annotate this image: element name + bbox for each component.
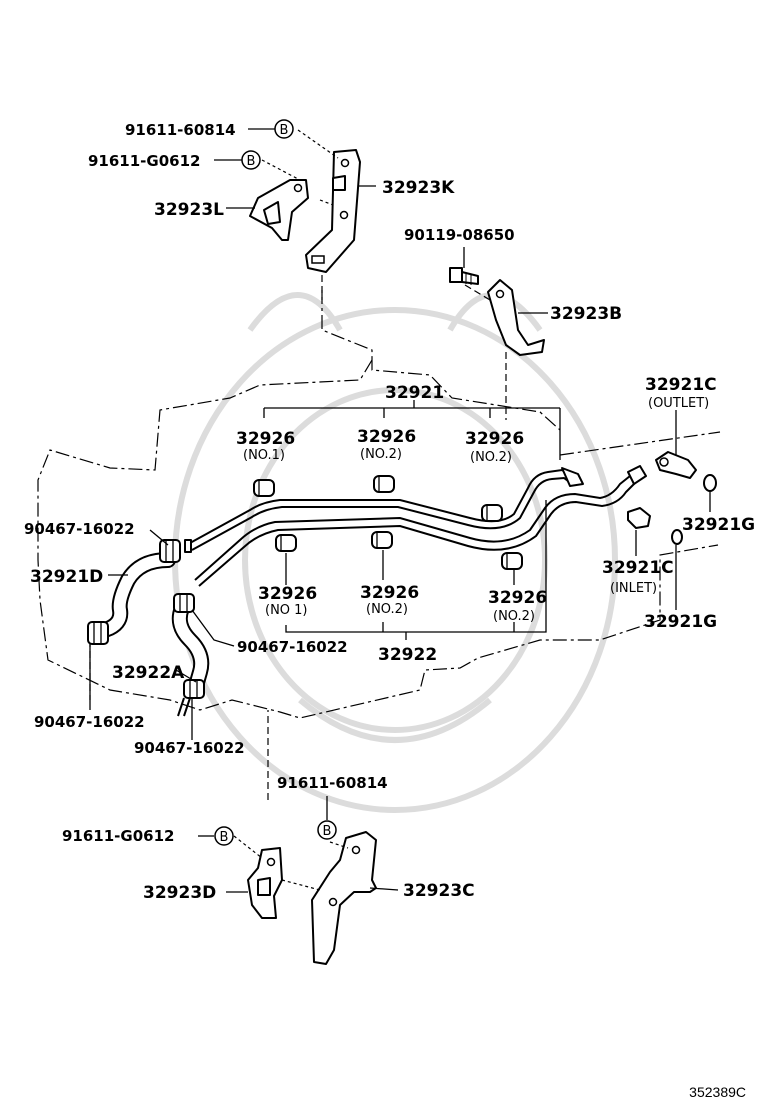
grommet-upper-no1[interactable] xyxy=(253,479,275,497)
grommet-lower-no1[interactable] xyxy=(275,534,297,552)
label-bolt-k-1[interactable]: 91611-60814 xyxy=(125,121,236,139)
label-union-inlet[interactable]: 32921C xyxy=(602,558,674,578)
label-clamp-1[interactable]: 90467-16022 xyxy=(24,520,135,538)
label-bracket-b[interactable]: 32923B xyxy=(550,304,622,324)
svg-text:B: B xyxy=(220,830,229,845)
callout-b-bottom-2: B xyxy=(317,820,337,840)
label-tube-upper[interactable]: 32921 xyxy=(385,383,444,403)
svg-text:B: B xyxy=(247,154,256,169)
label-grommet-6-note: (NO.2) xyxy=(493,609,535,624)
callout-b-top-1: B xyxy=(274,119,294,139)
label-gasket-g-1[interactable]: 32921G xyxy=(682,515,755,535)
bolt-90119-08650[interactable] xyxy=(449,267,479,285)
grommet-upper-no2-a[interactable] xyxy=(373,475,395,493)
diagram-id: 352389C xyxy=(689,1084,746,1100)
label-hose-d[interactable]: 32921D xyxy=(30,567,103,587)
bracket-32923b[interactable] xyxy=(487,279,545,356)
label-bracket-c[interactable]: 32923C xyxy=(403,881,475,901)
bracket-32923d[interactable] xyxy=(247,847,283,919)
label-bolt-k-2[interactable]: 91611-G0612 xyxy=(88,152,200,170)
callout-b-top-2: B xyxy=(241,150,261,170)
label-bracket-k[interactable]: 32923K xyxy=(382,178,455,198)
grommet-lower-no2-b[interactable] xyxy=(501,552,523,570)
label-tube-lower[interactable]: 32922 xyxy=(378,645,437,665)
label-grommet-2-note: (NO.2) xyxy=(360,447,402,462)
gasket-32921g-lower[interactable] xyxy=(671,529,683,545)
bracket-32923k[interactable] xyxy=(305,149,361,273)
label-grommet-2[interactable]: 32926 xyxy=(357,427,416,447)
label-union-inlet-note: (INLET) xyxy=(610,581,657,596)
label-bolt-c-1[interactable]: 91611-60814 xyxy=(277,774,388,792)
clamp-lower-left[interactable] xyxy=(87,621,109,645)
label-grommet-1-note: (NO.1) xyxy=(243,448,285,463)
label-gasket-g-2[interactable]: 32921G xyxy=(644,612,717,632)
label-grommet-1[interactable]: 32926 xyxy=(236,429,295,449)
bracket-32923c[interactable] xyxy=(311,831,377,965)
svg-text:B: B xyxy=(323,824,332,839)
clamp-lower-right[interactable] xyxy=(183,679,205,699)
label-grommet-3-note: (NO.2) xyxy=(470,450,512,465)
bracket-32923l[interactable] xyxy=(249,179,309,241)
hose-32922a[interactable] xyxy=(171,600,210,694)
label-grommet-4[interactable]: 32926 xyxy=(258,584,317,604)
label-clamp-3[interactable]: 90467-16022 xyxy=(34,713,145,731)
labels: 91611-60814 91611-G0612 32923K 32923L 90… xyxy=(24,121,755,1100)
tube-32922[interactable] xyxy=(194,465,647,587)
label-bracket-l[interactable]: 32923L xyxy=(154,200,224,220)
label-union-outlet-note: (OUTLET) xyxy=(648,396,709,411)
svg-text:B: B xyxy=(280,123,289,138)
label-union-outlet[interactable]: 32921C xyxy=(645,375,717,395)
label-bracket-d[interactable]: 32923D xyxy=(143,883,216,903)
label-hose-a[interactable]: 32922A xyxy=(112,663,185,683)
callout-b-bottom-1: B xyxy=(214,826,234,846)
grommet-upper-no2-b[interactable] xyxy=(481,504,503,522)
label-grommet-6[interactable]: 32926 xyxy=(488,588,547,608)
grommet-lower-no2-a[interactable] xyxy=(371,531,393,549)
union-inlet-32921c[interactable] xyxy=(627,507,651,529)
hose-32921d[interactable] xyxy=(92,552,176,640)
union-outlet-32921c[interactable] xyxy=(655,451,697,479)
label-grommet-5-note: (NO.2) xyxy=(366,602,408,617)
leader-lines xyxy=(89,128,711,893)
label-bolt-c-2[interactable]: 91611-G0612 xyxy=(62,827,174,845)
label-grommet-4-note: (NO 1) xyxy=(265,603,308,618)
clamp-upper-right[interactable] xyxy=(173,593,195,613)
label-clamp-4[interactable]: 90467-16022 xyxy=(134,739,245,757)
label-clamp-2[interactable]: 90467-16022 xyxy=(237,638,348,656)
label-bolt-b[interactable]: 90119-08650 xyxy=(404,226,515,244)
label-grommet-5[interactable]: 32926 xyxy=(360,583,419,603)
gasket-32921g-upper[interactable] xyxy=(703,474,717,492)
clamp-upper-left[interactable] xyxy=(159,539,181,563)
label-grommet-3[interactable]: 32926 xyxy=(465,429,524,449)
